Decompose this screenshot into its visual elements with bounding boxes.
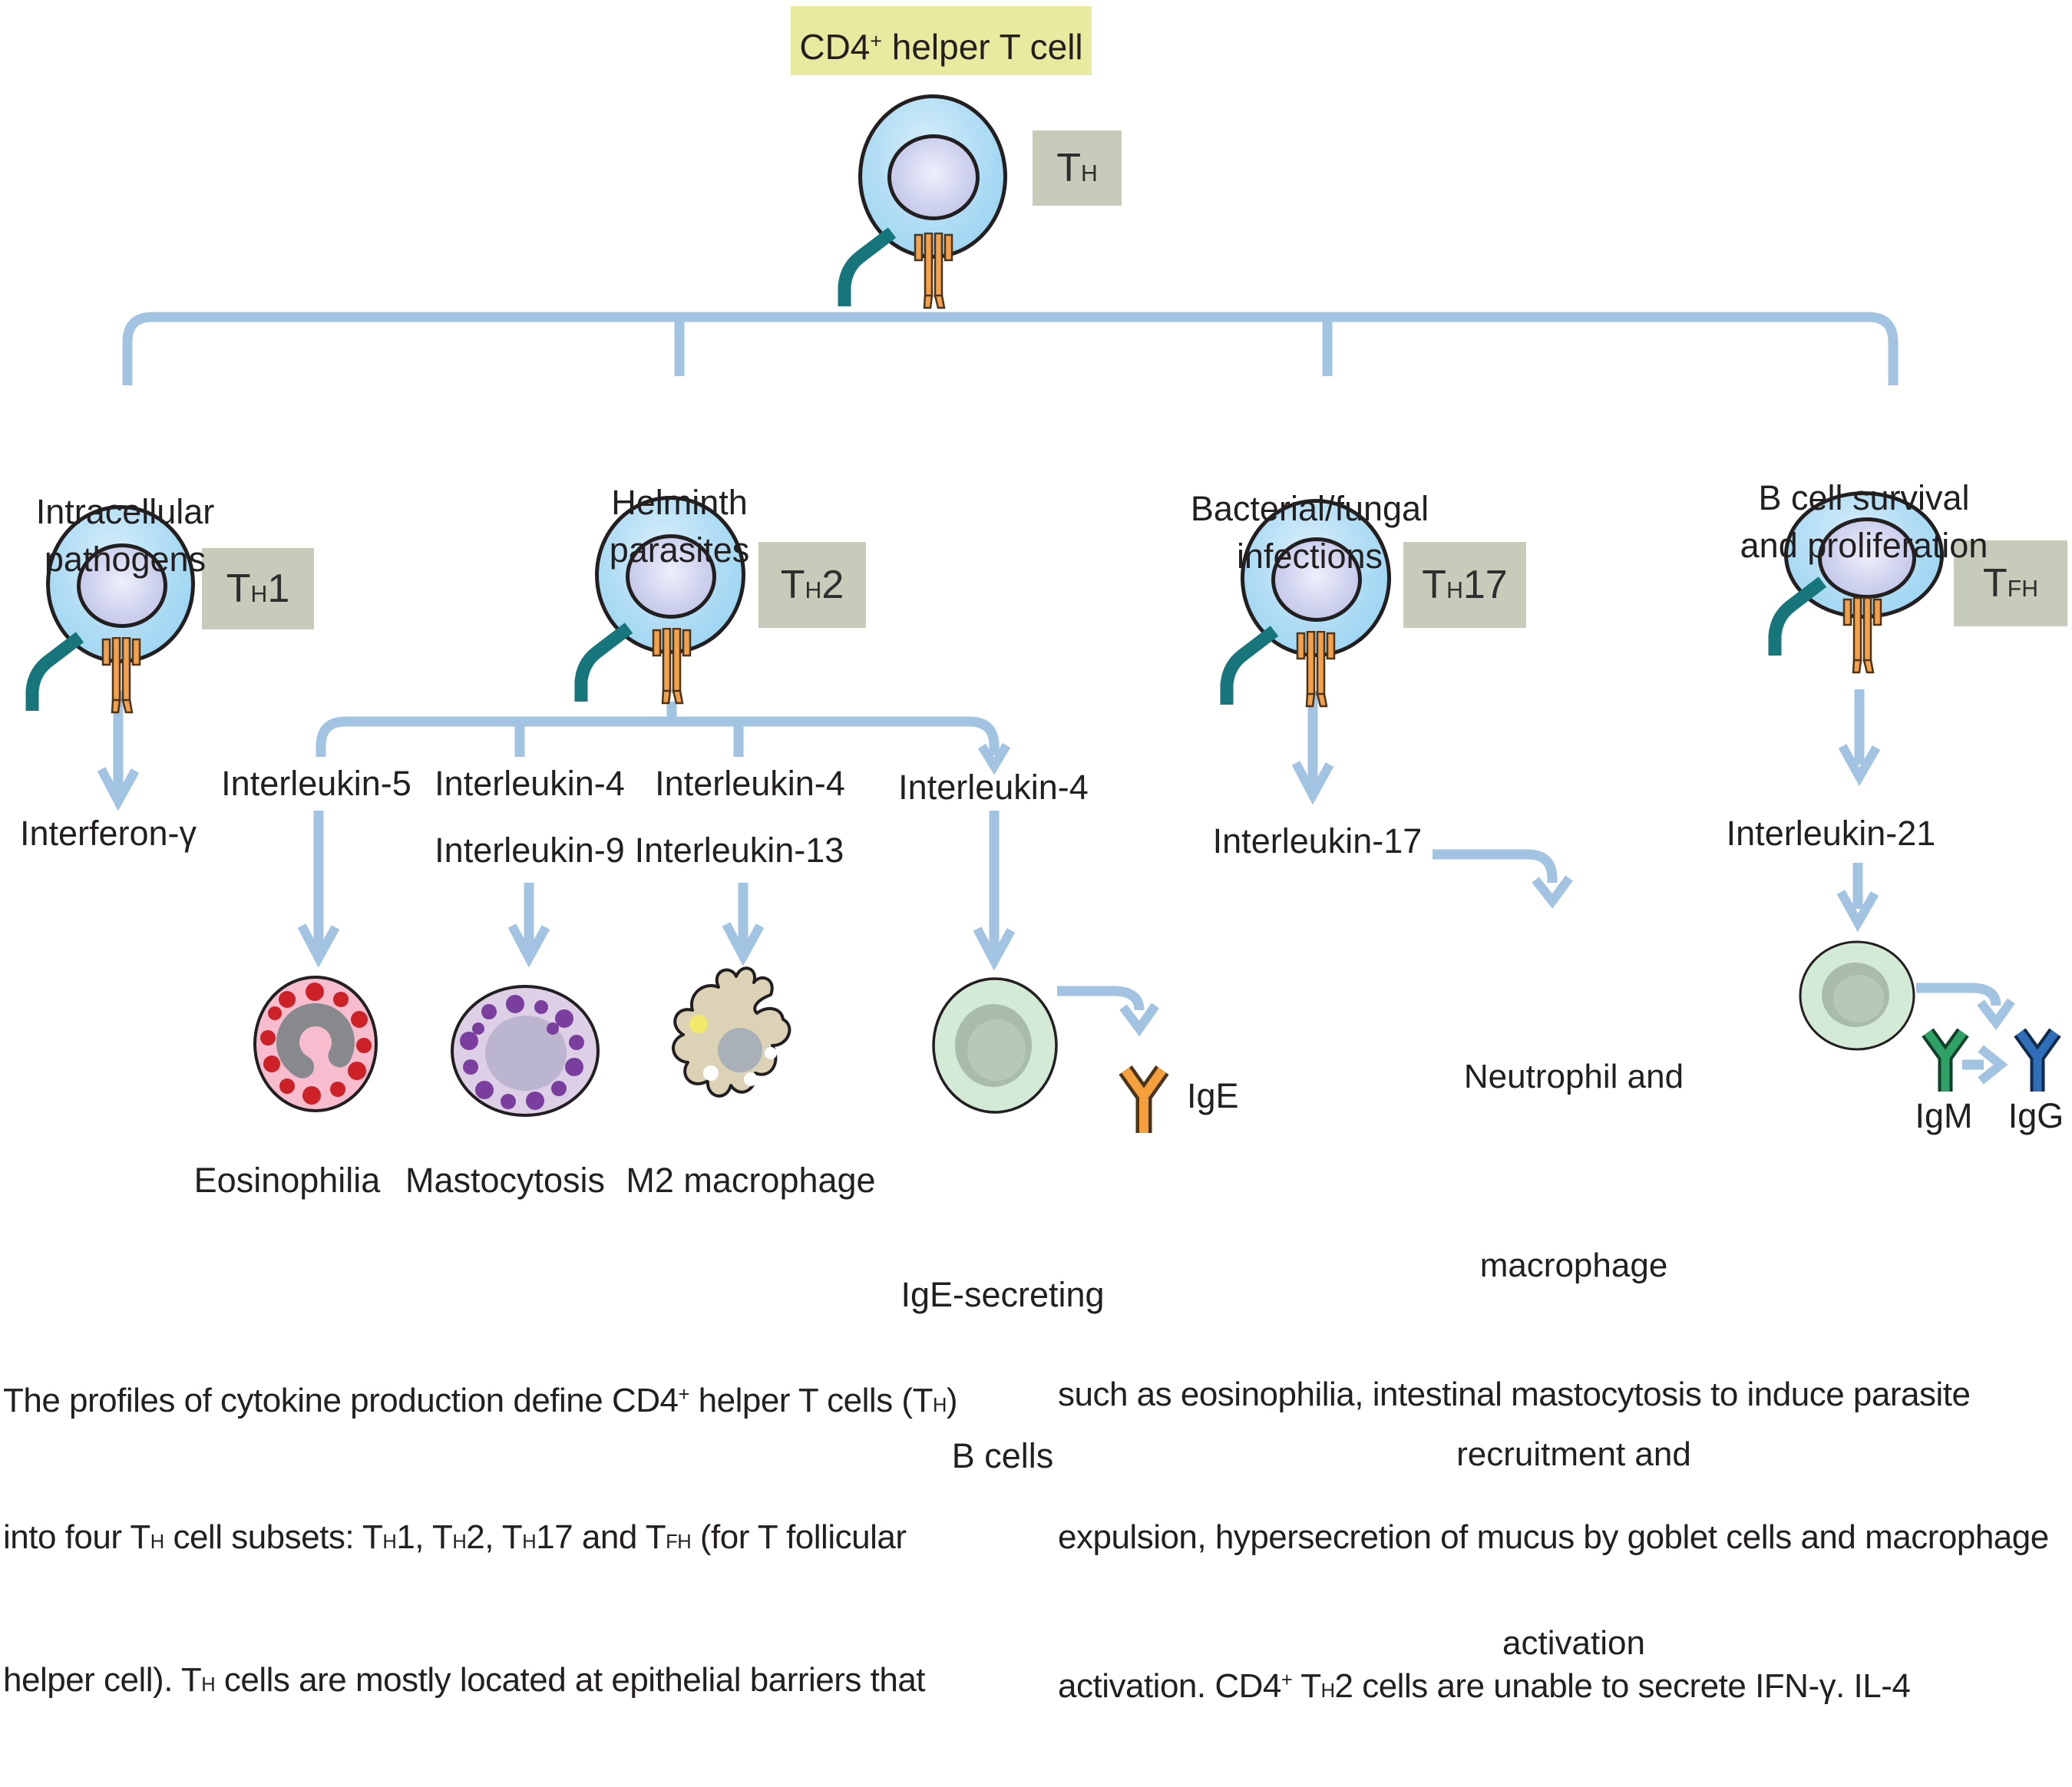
th2-label: TH2: [780, 563, 844, 607]
th2-cell: [574, 496, 756, 726]
label-neutrophil-effect: Neutrophil and macrophage recruitment an…: [1456, 1058, 1691, 1662]
mast-cell-icon: [451, 985, 600, 1117]
tcr-receptor-icon: [652, 628, 692, 705]
eosinophil-icon: [253, 976, 378, 1112]
th-label-box: TH: [1033, 130, 1122, 206]
tcr-tail-icon: [1768, 576, 1827, 656]
tfh-cell: [1768, 491, 1953, 722]
label-m2-macrophage: M2 macrophage: [626, 1161, 876, 1200]
paragraph-right: such as eosinophilia, intestinal mastocy…: [1058, 1376, 2049, 1706]
tcr-receptor-icon: [914, 233, 953, 309]
th1-label: TH1: [226, 566, 290, 611]
label-interleukin-21: Interleukin-21: [1726, 814, 1936, 853]
label-interleukin-9: Interleukin-9: [435, 831, 625, 870]
tcr-tail-icon: [838, 227, 897, 306]
label-interleukin-13: Interleukin-13: [634, 831, 844, 870]
ige-b-cell-icon: [932, 977, 1058, 1114]
tcr-tail-icon: [25, 632, 84, 711]
label-interleukin-17: Interleukin-17: [1212, 821, 1423, 860]
title-text: CD4+ helper T cell: [799, 26, 1083, 67]
th-cell: [838, 94, 1019, 325]
tfh-label: TFH: [1983, 561, 2038, 606]
label-interferon-gamma: Interferon-γ: [19, 814, 197, 853]
label-eosinophilia: Eosinophilia: [193, 1161, 381, 1200]
tcr-tail-icon: [1220, 626, 1279, 705]
th2-label-box: TH2: [758, 542, 866, 628]
igm-antibody-icon: [1922, 1028, 1969, 1092]
label-interleukin-4c: Interleukin-4: [898, 768, 1089, 807]
label-mastocytosis: Mastocytosis: [405, 1161, 606, 1200]
tcr-tail-icon: [574, 623, 633, 702]
label-ige-secreting-b-cells: IgE-secreting B cells: [901, 1275, 1105, 1475]
th17-label: TH17: [1422, 563, 1508, 607]
ige-antibody-icon: [1119, 1065, 1169, 1133]
label-interleukin-4a: Interleukin-4: [435, 764, 625, 803]
label-igm: IgM: [1915, 1096, 1973, 1135]
tfh-b-cell-icon: [1799, 940, 1915, 1051]
th-label: TH: [1056, 146, 1098, 190]
paragraph-left: The profiles of cytokine production defi…: [3, 1382, 958, 1699]
th1-label-box: TH1: [202, 548, 314, 629]
tcr-receptor-icon: [1296, 631, 1336, 708]
th17-cell: [1220, 499, 1402, 729]
tcr-receptor-icon: [101, 637, 141, 714]
m2-macrophage-icon: [672, 966, 791, 1098]
label-interleukin-4b: Interleukin-4: [655, 764, 845, 803]
title-box: CD4+ helper T cell: [791, 6, 1092, 75]
label-interleukin-5: Interleukin-5: [221, 764, 411, 803]
label-igg: IgG: [2008, 1096, 2064, 1135]
tcr-receptor-icon: [1842, 597, 1882, 674]
tfh-label-box: TFH: [1954, 540, 2067, 626]
th1-cell: [25, 505, 207, 735]
th17-label-box: TH17: [1403, 542, 1526, 628]
label-ige: IgE: [1187, 1076, 1239, 1115]
cell-nucleus: [887, 134, 980, 220]
igg-antibody-icon: [2014, 1028, 2061, 1092]
